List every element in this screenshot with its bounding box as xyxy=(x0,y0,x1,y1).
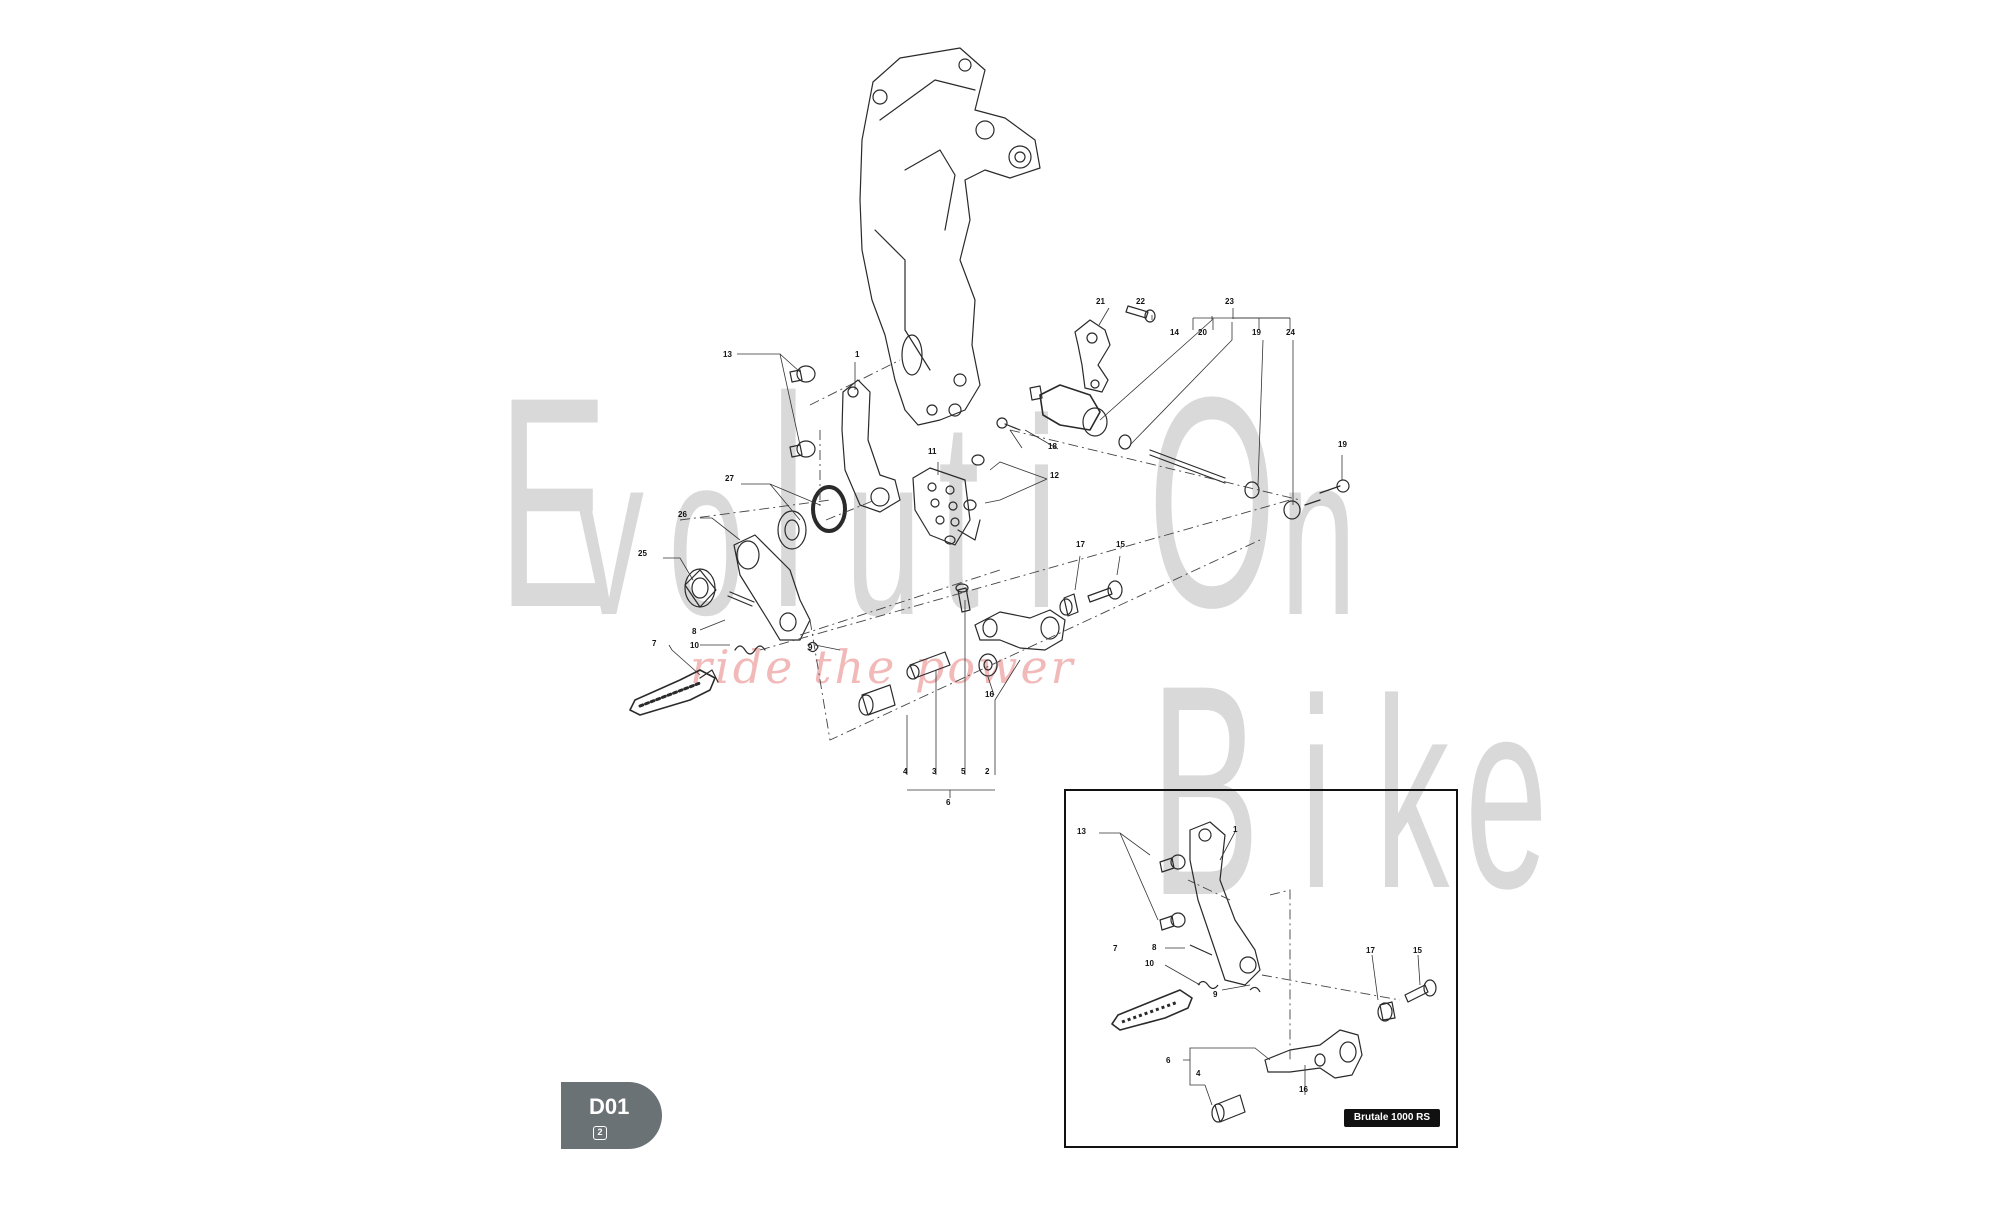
inset-callout: 10 xyxy=(1145,959,1154,968)
watermark-letter: v xyxy=(575,406,644,663)
inset-callout: 9 xyxy=(1213,990,1218,999)
inset-model-label: Brutale 1000 RS xyxy=(1344,1109,1440,1127)
page-number: 2 xyxy=(593,1126,607,1140)
callout: 12 xyxy=(1050,471,1059,480)
part-26-plate xyxy=(733,534,811,641)
watermark-letter: O xyxy=(1148,334,1277,670)
callout: 6 xyxy=(946,798,951,807)
callout: 10 xyxy=(690,641,699,650)
callout: 7 xyxy=(652,639,657,648)
callout: 23 xyxy=(1225,297,1234,306)
callout: 25 xyxy=(638,549,647,558)
watermark-letter: o xyxy=(668,406,745,663)
callout: 26 xyxy=(678,510,687,519)
inset-part-1-arm xyxy=(1189,821,1261,986)
section-code: D01 xyxy=(589,1094,630,1119)
callout: 17 xyxy=(1076,540,1085,549)
callout: 21 xyxy=(1096,297,1105,306)
page-badge: D01 2 xyxy=(561,1082,662,1149)
inset-callout: 4 xyxy=(1196,1069,1201,1078)
callout: 20 xyxy=(1198,328,1207,337)
frame-plate xyxy=(859,47,1041,426)
callout: 19 xyxy=(1252,328,1261,337)
callout: 22 xyxy=(1136,297,1145,306)
watermark-letter: i xyxy=(1300,644,1333,945)
watermark-letter: u xyxy=(845,406,922,663)
callout: 27 xyxy=(725,474,734,483)
inset-callout: 7 xyxy=(1113,944,1118,953)
callout: 1 xyxy=(855,350,860,359)
inset-footpeg xyxy=(1111,989,1193,1031)
callout: 24 xyxy=(1286,328,1295,337)
callout: 9 xyxy=(808,643,813,652)
inset-lever xyxy=(1264,1029,1363,1079)
part-2-lever xyxy=(974,609,1066,651)
inset-frame xyxy=(1064,789,1458,1148)
inset-callout: 6 xyxy=(1166,1056,1171,1065)
callout: 19 xyxy=(1338,440,1347,449)
watermark-letter: e xyxy=(1465,644,1548,945)
watermark-letter: E xyxy=(498,334,609,670)
inset-callout: 17 xyxy=(1366,946,1375,955)
callout: 2 xyxy=(985,767,990,776)
inset-callout: 13 xyxy=(1077,827,1086,836)
watermark-letter: i xyxy=(1025,364,1058,665)
callout: 8 xyxy=(692,627,697,636)
callout: 14 xyxy=(1170,328,1179,337)
inset-callout-labels: 1 4 6 7 8 9 10 13 15 16 17 xyxy=(1077,825,1422,1094)
watermark-letter: t xyxy=(938,364,980,665)
callout: 11 xyxy=(928,447,937,456)
part-14-actuator xyxy=(1039,384,1101,431)
callout: 15 xyxy=(1116,540,1125,549)
inset-callout: 1 xyxy=(1233,825,1238,834)
part-11-plate xyxy=(912,467,971,546)
callout: 13 xyxy=(723,350,732,359)
part-1-arm xyxy=(841,379,901,513)
watermark-letter: k xyxy=(1375,644,1450,945)
callout: 16 xyxy=(985,690,994,699)
inset-callout: 16 xyxy=(1299,1085,1308,1094)
callout: 4 xyxy=(903,767,908,776)
inset-callout: 15 xyxy=(1413,946,1422,955)
callout: 18 xyxy=(1048,442,1057,451)
watermark-tagline: ride the power xyxy=(690,640,1076,694)
callout: 3 xyxy=(932,767,937,776)
part-21-link xyxy=(1074,319,1111,393)
callout-labels: 1 2 3 4 5 6 7 8 9 10 11 12 13 14 15 16 1… xyxy=(638,297,1347,807)
inset-callout: 8 xyxy=(1152,943,1157,952)
callout: 5 xyxy=(961,767,966,776)
part-7-footpeg xyxy=(629,669,716,716)
